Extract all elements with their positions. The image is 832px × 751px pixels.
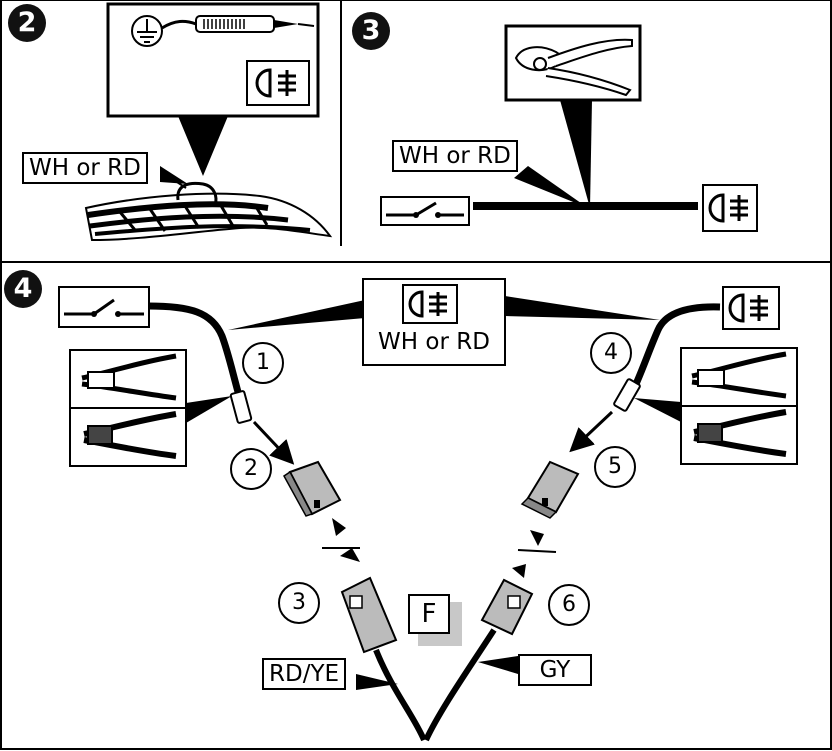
fog-lamp-icon — [246, 60, 310, 106]
callout-5: 5 — [594, 446, 636, 488]
test-probe-icon — [161, 15, 315, 33]
pointer-wedge-left — [228, 300, 365, 330]
wire-color-box: WH or RD — [362, 278, 506, 366]
stripping-tool-icon — [81, 351, 787, 401]
step-2-badge: 2 — [8, 4, 46, 42]
callout-6: 6 — [548, 584, 590, 626]
wire-rd-ye — [373, 648, 427, 742]
label-pointer — [514, 166, 588, 208]
wire-label-panel-3: WH or RD — [392, 140, 518, 172]
callout-3: 3 — [278, 582, 320, 624]
wire-label-panel-2: WH or RD — [22, 152, 148, 184]
panel-2-illustration — [84, 2, 333, 242]
callout-2: 2 — [230, 448, 272, 490]
crimp-terminal-left — [229, 390, 295, 465]
pointer-wedge — [560, 100, 592, 208]
pointer-wedge-right — [505, 296, 660, 320]
pointer-wedge — [178, 116, 228, 176]
panel-4-illustration — [69, 296, 798, 742]
wire-harness — [84, 166, 333, 242]
mate-arrows-left — [322, 518, 360, 562]
wire-label-panel-4: WH or RD — [378, 329, 490, 355]
mate-arrows-right — [512, 530, 557, 578]
switch-icon — [58, 286, 150, 328]
switch-icon — [380, 196, 470, 226]
male-connector-icon — [520, 460, 580, 519]
fog-lamp-icon — [702, 184, 758, 232]
step-4-badge: 4 — [4, 270, 42, 308]
connector-lower-left — [340, 576, 398, 654]
wire-label-rd-ye: RD/YE — [262, 658, 347, 690]
wire-gy — [423, 628, 497, 742]
wire-label-gy: GY — [518, 654, 592, 686]
wire-right-lamp — [632, 303, 721, 386]
fog-lamp-icon — [402, 284, 458, 324]
connector-lower-right — [480, 578, 534, 636]
crimp-terminal-right — [569, 378, 641, 453]
step-3-badge: 3 — [352, 12, 390, 50]
wire-left-switch — [147, 302, 242, 393]
callout-1: 1 — [242, 342, 284, 384]
ground-icon — [131, 15, 163, 47]
female-connector-icon — [283, 460, 342, 517]
crimping-tool-icon — [83, 409, 787, 459]
side-cutter-pliers-icon — [514, 38, 633, 97]
fog-lamp-icon — [722, 286, 780, 330]
panel-3-illustration — [473, 24, 698, 210]
f-box: F — [408, 594, 450, 634]
callout-4: 4 — [590, 332, 632, 374]
